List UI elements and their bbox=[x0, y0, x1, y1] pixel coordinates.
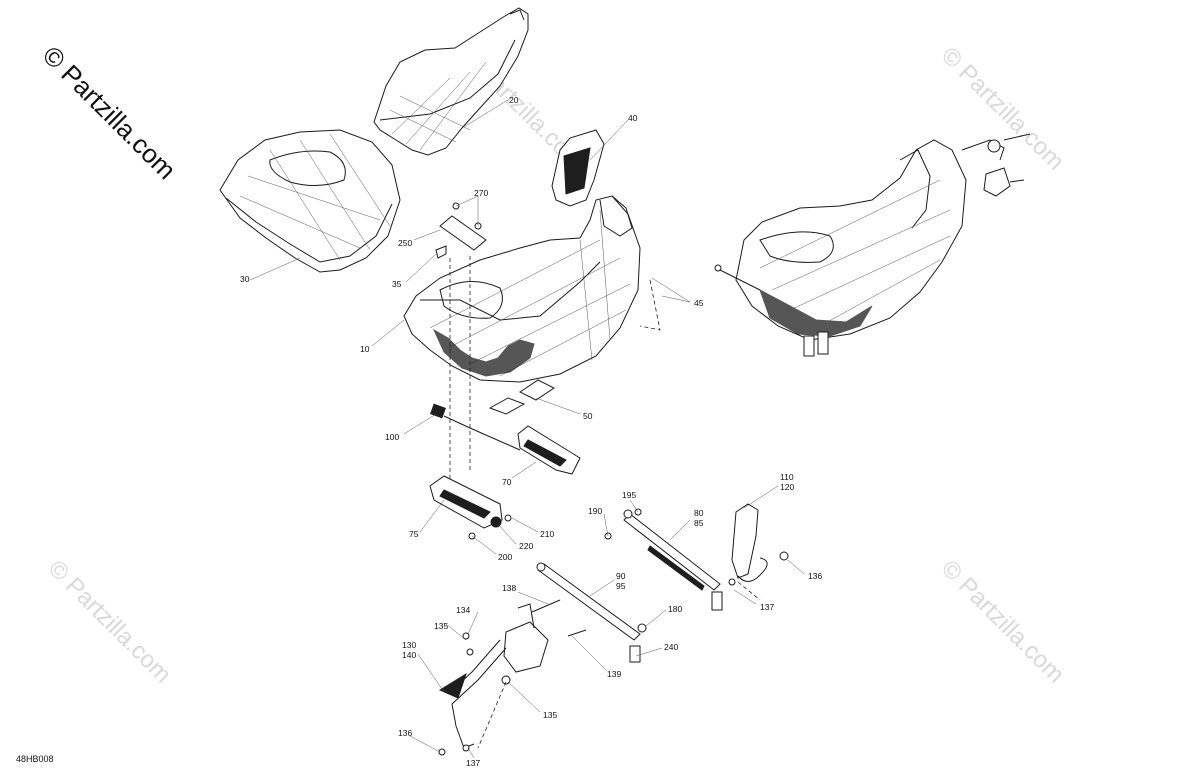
callout-136: 136 bbox=[398, 728, 413, 738]
callout-130: 130 bbox=[402, 640, 417, 650]
backrest-cushion-20 bbox=[373, 7, 529, 156]
callout-210: 210 bbox=[540, 529, 555, 539]
pad-50 bbox=[488, 379, 555, 415]
callout-134: 134 bbox=[456, 605, 471, 615]
callout-45: 45 bbox=[694, 298, 704, 308]
upper-pad-40 bbox=[551, 129, 605, 207]
callout-135: 135 bbox=[434, 621, 449, 631]
callout-75: 75 bbox=[409, 529, 419, 539]
alignment-line bbox=[737, 581, 761, 601]
rail-75 bbox=[429, 475, 512, 540]
callout-200: 200 bbox=[498, 552, 513, 562]
diagram-code: 48HB008 bbox=[16, 754, 54, 764]
callout-136: 136 bbox=[808, 571, 823, 581]
callout-80: 80 bbox=[694, 508, 704, 518]
callout-30: 30 bbox=[240, 274, 250, 284]
callout-190: 190 bbox=[588, 506, 603, 516]
rod-90-95 bbox=[536, 562, 647, 663]
assembled-seat bbox=[714, 133, 1031, 357]
seat-cushion-30 bbox=[219, 129, 401, 273]
callout-85: 85 bbox=[694, 518, 704, 528]
callout-195: 195 bbox=[622, 490, 637, 500]
alignment-line bbox=[477, 681, 507, 749]
callout-50: 50 bbox=[583, 411, 593, 421]
callout-110: 110 bbox=[780, 472, 794, 482]
callout-139: 139 bbox=[607, 669, 622, 679]
callout-180: 180 bbox=[668, 604, 683, 614]
callout-138: 138 bbox=[502, 583, 517, 593]
callout-95: 95 bbox=[616, 581, 626, 591]
callout-20: 20 bbox=[509, 95, 519, 105]
callout-120: 120 bbox=[780, 482, 795, 492]
callout-100: 100 bbox=[385, 432, 400, 442]
callout-90: 90 bbox=[616, 571, 626, 581]
callout-137: 137 bbox=[760, 602, 775, 612]
callout-35: 35 bbox=[392, 279, 402, 289]
callout-137: 137 bbox=[466, 758, 481, 768]
seat-frame-10 bbox=[403, 195, 641, 383]
callout-220: 220 bbox=[519, 541, 534, 551]
leader-lines bbox=[249, 99, 805, 759]
callout-135: 135 bbox=[543, 710, 558, 720]
rail-70-cable-100 bbox=[430, 403, 581, 475]
callout-270: 270 bbox=[474, 188, 489, 198]
rod-80-85 bbox=[604, 508, 723, 611]
callout-140: 140 bbox=[402, 650, 417, 660]
alignment-line bbox=[639, 279, 661, 331]
callout-40: 40 bbox=[628, 113, 638, 123]
callout-70: 70 bbox=[502, 477, 512, 487]
seatbelt-130-140 bbox=[438, 599, 587, 756]
buckle-110-120 bbox=[728, 503, 789, 586]
callout-10: 10 bbox=[360, 344, 370, 354]
callout-240: 240 bbox=[664, 642, 679, 652]
bracket-250-270 bbox=[435, 202, 487, 259]
callout-250: 250 bbox=[398, 238, 413, 248]
